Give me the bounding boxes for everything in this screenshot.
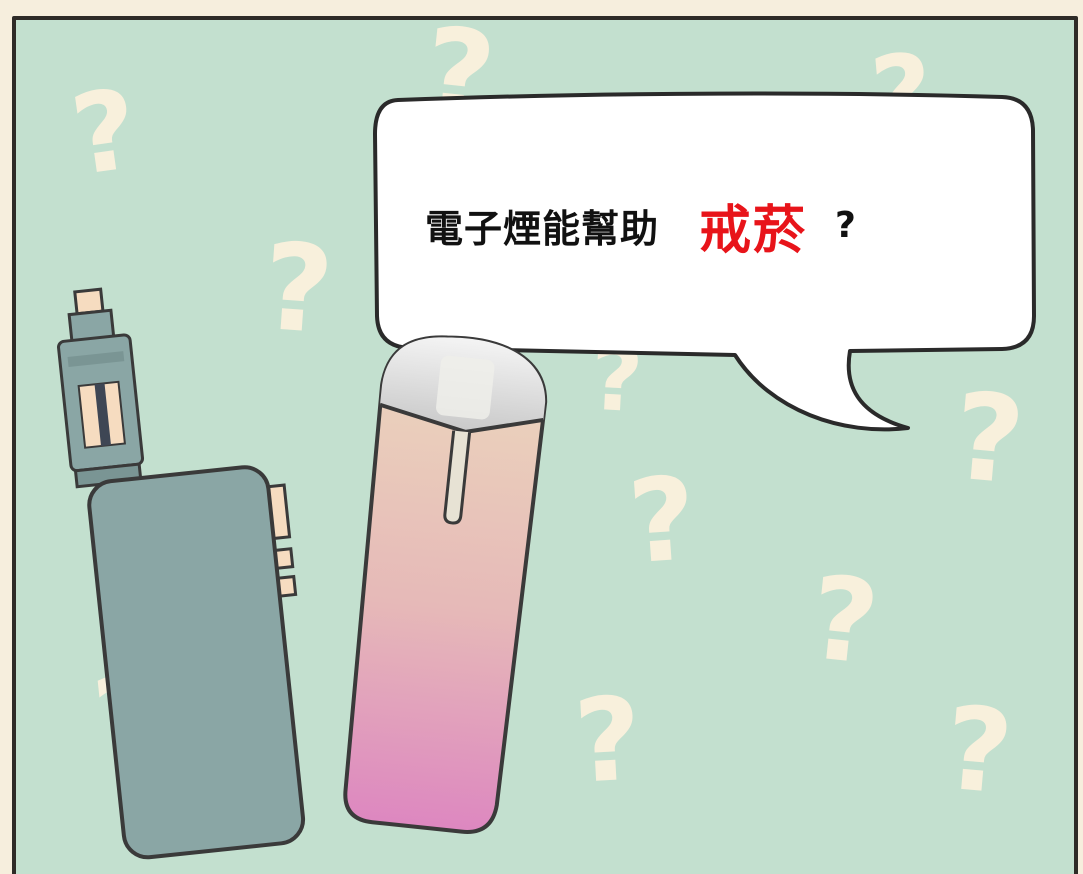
question-mark-punctuation: ?	[835, 204, 856, 246]
panel-border	[12, 16, 1078, 874]
question-mark-decoration: ?	[258, 218, 337, 362]
highlight-keyword: 戒菸	[699, 200, 808, 261]
speech-bubble-text: 電子煙能幫助 戒菸 ?	[425, 190, 856, 261]
box-mod-vape	[57, 287, 306, 860]
question-mark-decoration: ?	[624, 452, 700, 590]
question-mark-decoration: ?	[939, 681, 1017, 820]
question-text: 電子煙能幫助	[425, 206, 660, 251]
question-mark-decoration: ?	[948, 367, 1029, 512]
speech-bubble	[373, 91, 1036, 432]
pod-device	[343, 335, 548, 834]
question-mark-decoration: ?	[804, 551, 884, 691]
question-mark-decoration: ?	[571, 672, 645, 809]
